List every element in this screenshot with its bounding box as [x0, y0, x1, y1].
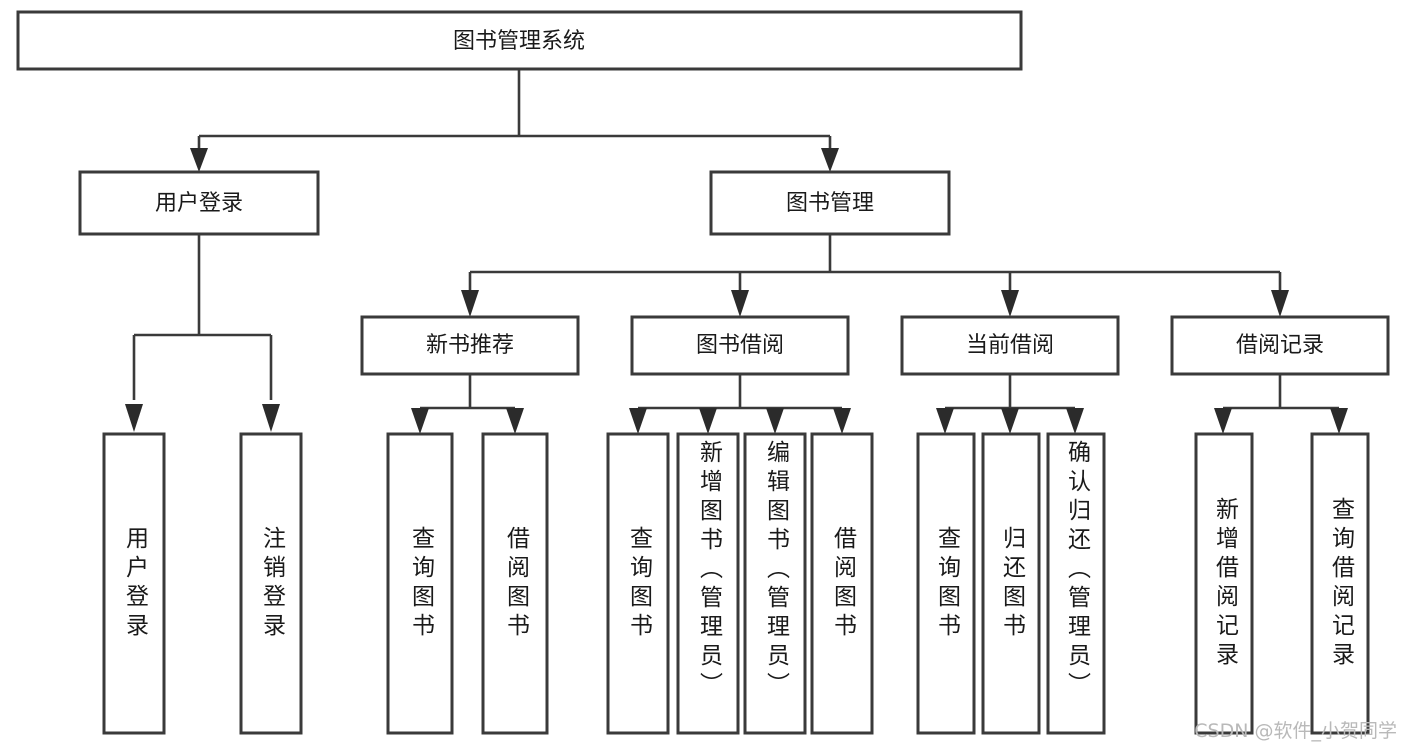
leaf-book-add-admin-label: 新增图书（管理员） [695, 440, 722, 701]
leaf-new-book-query-textwrap: 查询图书 [407, 525, 434, 642]
node-new-book-recommend-box [360, 315, 580, 376]
arrow-head-current-borrow [1001, 290, 1019, 317]
leaf-new-book-borrow[interactable]: 借阅图书 [481, 432, 549, 735]
arrow-head-bookborrow-leaf-3 [766, 408, 784, 434]
arrow-head-newbook-leaf-2 [506, 408, 524, 434]
leaf-new-book-query-box [386, 432, 454, 735]
arrow-head-bookborrow-leaf-1 [629, 408, 647, 434]
node-root-system-label: 图书管理系统 [453, 29, 585, 54]
leaf-book-add-admin-textwrap: 新增图书（管理员） [695, 440, 722, 701]
leaf-new-book-query[interactable]: 查询图书 [386, 432, 454, 735]
leaf-current-confirm-return-admin-textwrap: 确认归还（管理员） [1063, 440, 1090, 701]
leaf-current-query-label: 查询图书 [933, 525, 960, 642]
node-current-borrow[interactable]: 当前借阅 [900, 315, 1120, 376]
arrow-head-book-mgmt [821, 148, 839, 172]
node-current-borrow-label: 当前借阅 [966, 333, 1054, 358]
leaf-new-book-borrow-label: 借阅图书 [502, 525, 529, 642]
leaf-user-login-login-label: 用户登录 [121, 525, 148, 642]
leaf-current-query[interactable]: 查询图书 [916, 432, 976, 735]
node-book-management[interactable]: 图书管理 [709, 170, 951, 236]
csdn-watermark: CSDN @软件_小贺同学 [1194, 720, 1397, 742]
arrow-head-newbook-leaf-1 [411, 408, 429, 434]
node-user-login[interactable]: 用户登录 [78, 170, 320, 236]
leaf-user-login-logout-label: 注销登录 [258, 525, 285, 642]
arrow-head-currentborrow-leaf-2 [1001, 408, 1019, 434]
leaf-user-login-login-textwrap: 用户登录 [121, 525, 148, 642]
leaf-book-borrow-query[interactable]: 查询图书 [606, 432, 670, 735]
arrow-head-new-book [461, 290, 479, 317]
leaf-new-book-query-label: 查询图书 [407, 525, 434, 642]
leaf-record-add-label: 新增借阅记录 [1211, 496, 1238, 671]
leaf-current-confirm-return-admin-box [1046, 432, 1106, 735]
node-user-login-label: 用户登录 [155, 191, 243, 216]
leaf-book-add-admin-box [676, 432, 740, 735]
node-book-borrow-label: 图书借阅 [696, 333, 784, 358]
arrow-head-leaf-user-login [125, 404, 143, 432]
leaf-user-login-login-box [102, 432, 166, 735]
arrow-head-user-login [190, 148, 208, 172]
leaf-book-borrow-action-box [810, 432, 874, 735]
leaf-new-book-borrow-textwrap: 借阅图书 [502, 525, 529, 642]
node-borrow-record-box [1170, 315, 1390, 376]
leaf-book-edit-admin-box [743, 432, 807, 735]
leaf-current-return-box [981, 432, 1041, 735]
node-book-management-label: 图书管理 [786, 191, 874, 216]
leaf-current-return[interactable]: 归还图书 [981, 432, 1041, 735]
leaf-book-borrow-action-textwrap: 借阅图书 [829, 525, 856, 642]
leaf-record-query-textwrap: 查询借阅记录 [1327, 496, 1354, 671]
leaf-book-borrow-action-label: 借阅图书 [829, 525, 856, 642]
arrow-head-currentborrow-leaf-3 [1066, 408, 1084, 434]
node-book-management-box [709, 170, 951, 236]
node-book-borrow[interactable]: 图书借阅 [630, 315, 850, 376]
leaf-record-add-textwrap: 新增借阅记录 [1211, 496, 1238, 671]
leaf-record-query[interactable]: 查询借阅记录 [1310, 432, 1370, 735]
arrow-head-borrowrecord-leaf-1 [1214, 408, 1232, 434]
leaf-book-borrow-query-textwrap: 查询图书 [625, 525, 652, 642]
leaf-current-confirm-return-admin-label: 确认归还（管理员） [1063, 440, 1090, 701]
leaf-record-query-label: 查询借阅记录 [1327, 496, 1354, 671]
node-root-system[interactable]: 图书管理系统 [16, 10, 1023, 71]
leaf-book-edit-admin-label: 编辑图书（管理员） [762, 440, 789, 701]
leaf-current-confirm-return-admin[interactable]: 确认归还（管理员） [1046, 432, 1106, 735]
node-borrow-record-label: 借阅记录 [1236, 333, 1324, 358]
node-borrow-record[interactable]: 借阅记录 [1170, 315, 1390, 376]
leaf-book-borrow-query-label: 查询图书 [625, 525, 652, 642]
node-new-book-recommend-label: 新书推荐 [426, 333, 514, 358]
leaf-current-query-textwrap: 查询图书 [933, 525, 960, 642]
leaf-current-return-label: 归还图书 [998, 525, 1025, 642]
leaf-user-login-logout[interactable]: 注销登录 [239, 432, 303, 735]
leaf-user-login-login[interactable]: 用户登录 [102, 432, 166, 735]
arrow-head-borrow-record [1271, 290, 1289, 317]
arrow-head-currentborrow-leaf-1 [936, 408, 954, 434]
leaf-record-add[interactable]: 新增借阅记录 [1194, 432, 1254, 735]
node-new-book-recommend[interactable]: 新书推荐 [360, 315, 580, 376]
leaf-book-borrow-action[interactable]: 借阅图书 [810, 432, 874, 735]
connector-layer [125, 69, 1348, 434]
leaf-record-query-box [1310, 432, 1370, 735]
leaf-current-return-textwrap: 归还图书 [998, 525, 1025, 642]
leaf-user-login-logout-box [239, 432, 303, 735]
leaf-book-edit-admin[interactable]: 编辑图书（管理员） [743, 432, 807, 735]
node-book-borrow-box [630, 315, 850, 376]
leaf-new-book-borrow-box [481, 432, 549, 735]
leaf-book-add-admin[interactable]: 新增图书（管理员） [676, 432, 740, 735]
arrow-head-borrowrecord-leaf-2 [1330, 408, 1348, 434]
leaf-user-login-logout-textwrap: 注销登录 [258, 525, 285, 642]
leaf-current-query-box [916, 432, 976, 735]
leaf-book-borrow-query-box [606, 432, 670, 735]
arrow-head-bookborrow-leaf-4 [833, 408, 851, 434]
arrow-head-leaf-logout [262, 404, 280, 432]
node-user-login-box [78, 170, 320, 236]
arrow-head-book-borrow [731, 290, 749, 317]
leaf-record-add-box [1194, 432, 1254, 735]
node-root-system-box [16, 10, 1023, 71]
leaf-book-edit-admin-textwrap: 编辑图书（管理员） [762, 440, 789, 701]
node-current-borrow-box [900, 315, 1120, 376]
arrow-head-bookborrow-leaf-2 [699, 408, 717, 434]
